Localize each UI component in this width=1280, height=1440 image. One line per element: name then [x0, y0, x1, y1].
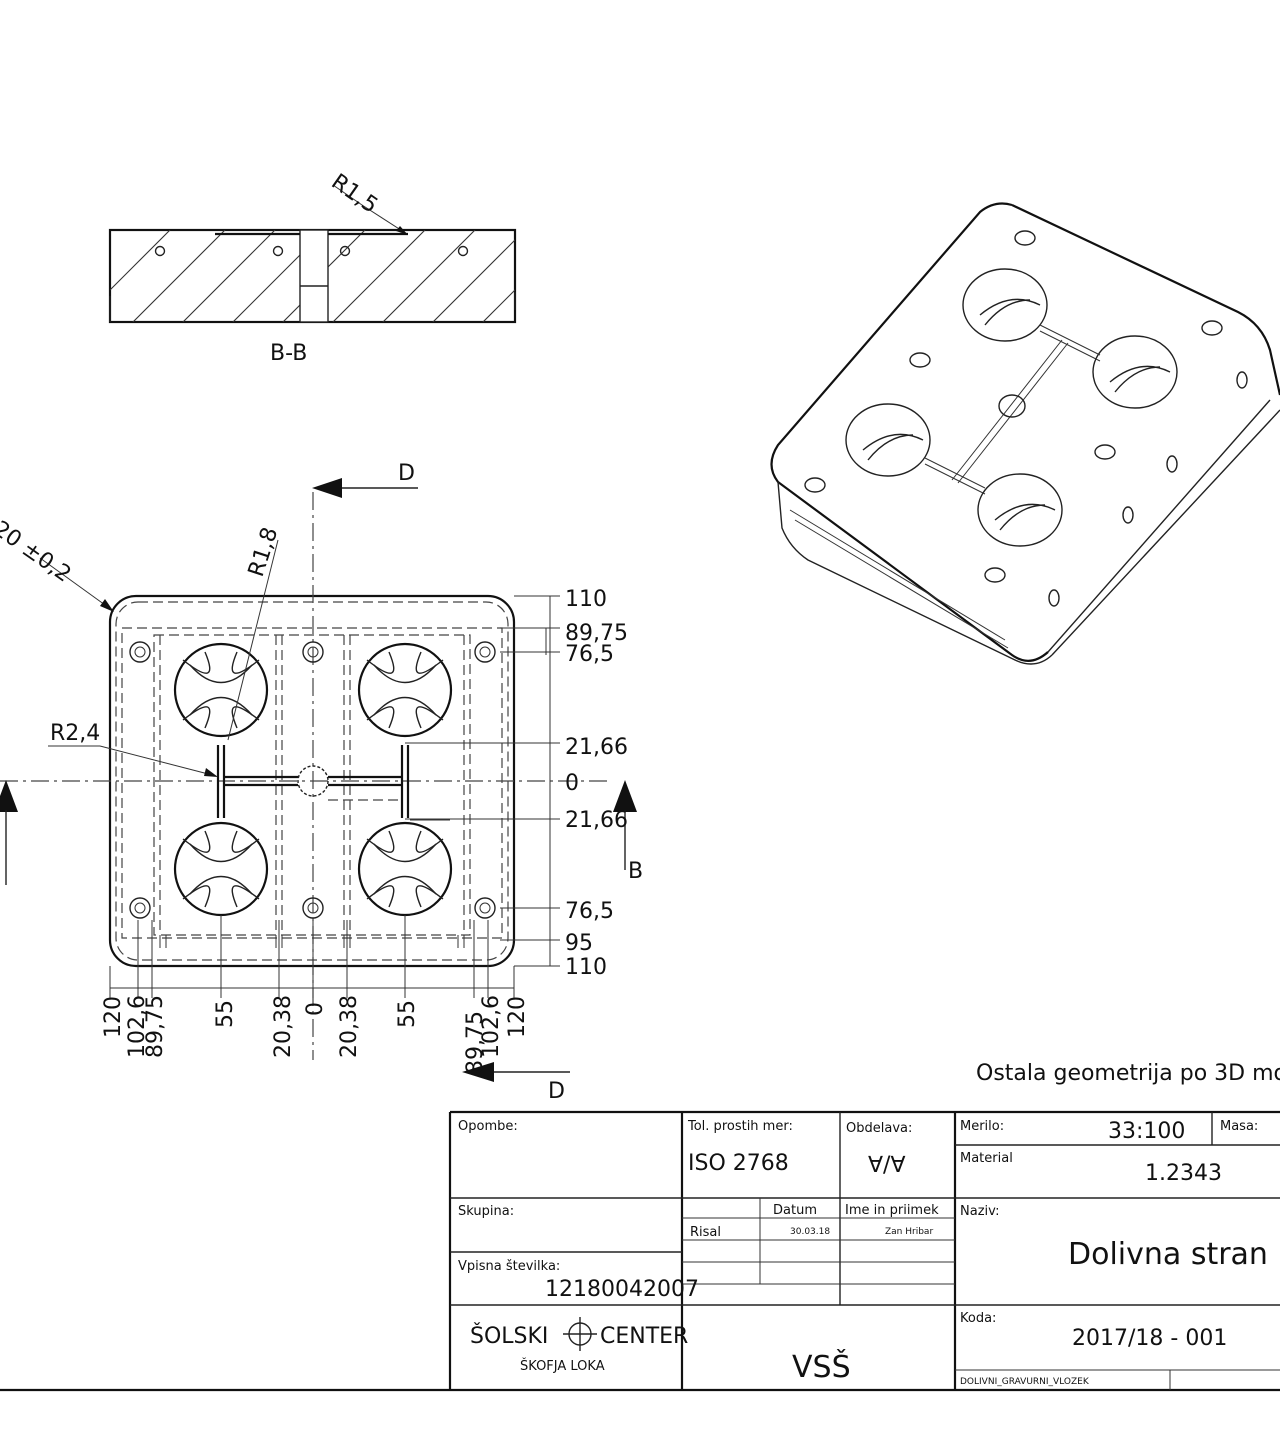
- svg-text:B: B: [628, 859, 643, 884]
- hdim-55-right: 55: [395, 1000, 420, 1028]
- title-block: Opombe: Skupina: Vpisna številka: 121800…: [0, 1110, 1280, 1392]
- iso-cavities: [845, 268, 1178, 547]
- svg-text:D: D: [548, 1079, 565, 1104]
- hdim-89-75-right: 89,75: [463, 1011, 488, 1074]
- svg-text:R2,4: R2,4: [50, 721, 100, 746]
- iso-runners: [924, 324, 1101, 495]
- vdim-89-75: 89,75: [565, 621, 628, 646]
- section-view-b-b: R1,5 B-B: [108, 169, 517, 366]
- hdim-102-6-left: 102,6: [125, 995, 150, 1058]
- institution: VSŠ: [792, 1348, 851, 1385]
- hdim-55-left: 55: [213, 1000, 238, 1028]
- vdim-21-66-top: 21,66: [565, 735, 628, 760]
- drawn-date: 30.03.18: [790, 1227, 830, 1237]
- part-name: Dolivna stran: [1068, 1237, 1268, 1272]
- hdim-0: 0: [303, 1002, 328, 1016]
- section-marker-b: B: [0, 780, 643, 885]
- hdim-120-left: 120: [101, 996, 126, 1038]
- scale-label: Merilo:: [960, 1119, 1004, 1134]
- svg-text:D: D: [398, 461, 415, 486]
- general-note: Ostala geometrija po 3D mo: [976, 1061, 1280, 1086]
- vertical-dimensions: 110 89,75 76,5 21,66 0 21,66 76,5 95 110: [405, 587, 628, 980]
- svg-text:ŠOLSKI: ŠOLSKI: [470, 1323, 548, 1349]
- finish-symbol: ∀/∀: [868, 1153, 906, 1178]
- svg-text:R1,8: R1,8: [244, 524, 283, 580]
- tolerance-value: ISO 2768: [688, 1151, 789, 1176]
- datum-label: Datum: [773, 1203, 817, 1218]
- bolt-holes: [129, 641, 496, 919]
- svg-text:ŠKOFJA LOKA: ŠKOFJA LOKA: [520, 1358, 605, 1374]
- chamfer-callout: 20 ±0,2: [0, 516, 114, 612]
- plan-view: D D B 20 ±0,2 R1,8 R2,4: [0, 461, 643, 1104]
- hdim-20-38-left: 20,38: [271, 995, 296, 1058]
- iso-holes: [804, 230, 1248, 607]
- vdim-0: 0: [565, 771, 579, 796]
- tolerance-label: Tol. prostih mer:: [687, 1119, 793, 1134]
- opombe-label: Opombe:: [458, 1119, 518, 1134]
- svg-text:20 ±0,2: 20 ±0,2: [0, 516, 75, 587]
- school-logo: ŠOLSKI CENTER ŠKOFJA LOKA: [470, 1317, 688, 1374]
- radius-callout-r18: R1,8: [227, 524, 283, 741]
- scale-value: 33:100: [1108, 1119, 1185, 1144]
- vdim-110-bottom: 110: [565, 955, 607, 980]
- drawn-name: Zan Hribar: [885, 1227, 933, 1237]
- hdim-120-right: 120: [505, 996, 530, 1038]
- finish-label: Obdelava:: [846, 1121, 912, 1136]
- runner-system: [216, 745, 450, 821]
- vdim-21-66-bottom: 21,66: [565, 808, 628, 833]
- vdim-76-5-top: 76,5: [565, 642, 614, 667]
- section-view-label: B-B: [270, 341, 307, 366]
- code-label: Koda:: [960, 1311, 996, 1326]
- section-marker-d-bottom: D: [462, 1062, 570, 1104]
- isometric-view: [770, 202, 1280, 665]
- material-label: Material: [960, 1151, 1013, 1166]
- vpisna-label: Vpisna številka:: [458, 1259, 560, 1274]
- vdim-76-5-bottom: 76,5: [565, 899, 614, 924]
- name-label: Ime in priimek: [845, 1203, 939, 1218]
- material-value: 1.2343: [1145, 1161, 1222, 1186]
- guide-pins: [159, 935, 465, 948]
- section-hatching: [110, 230, 515, 322]
- code-value: 2017/18 - 001: [1072, 1326, 1227, 1351]
- mass-label: Masa:: [1220, 1119, 1258, 1134]
- section-marker-d-top: D: [312, 461, 418, 498]
- section-radius-label: R1,5: [327, 169, 383, 218]
- name-field-label: Naziv:: [960, 1204, 1000, 1219]
- vdim-95: 95: [565, 931, 593, 956]
- cavity-bottom-right: [357, 821, 453, 917]
- horizontal-dimensions: 120 102,6 89,75 55 20,38 0 20,38 55 89,7…: [101, 915, 530, 1074]
- drawn-label: Risal: [690, 1225, 721, 1240]
- hdim-102-6-right: 102,6: [479, 995, 504, 1058]
- cavity-bottom-left: [173, 821, 269, 917]
- radius-callout-r24: R2,4: [48, 721, 218, 777]
- hdim-89-75-left: 89,75: [143, 995, 168, 1058]
- hdim-20-38-right: 20,38: [337, 995, 362, 1058]
- file-name: DOLIVNI_GRAVURNI_VLOZEK: [960, 1377, 1090, 1387]
- cavity-top-left: [173, 642, 269, 738]
- vdim-110-top: 110: [565, 587, 607, 612]
- skupina-label: Skupina:: [458, 1204, 514, 1219]
- svg-text:CENTER: CENTER: [600, 1324, 688, 1349]
- vpisna-value: 12180042007: [545, 1277, 699, 1302]
- cavity-top-right: [357, 642, 453, 738]
